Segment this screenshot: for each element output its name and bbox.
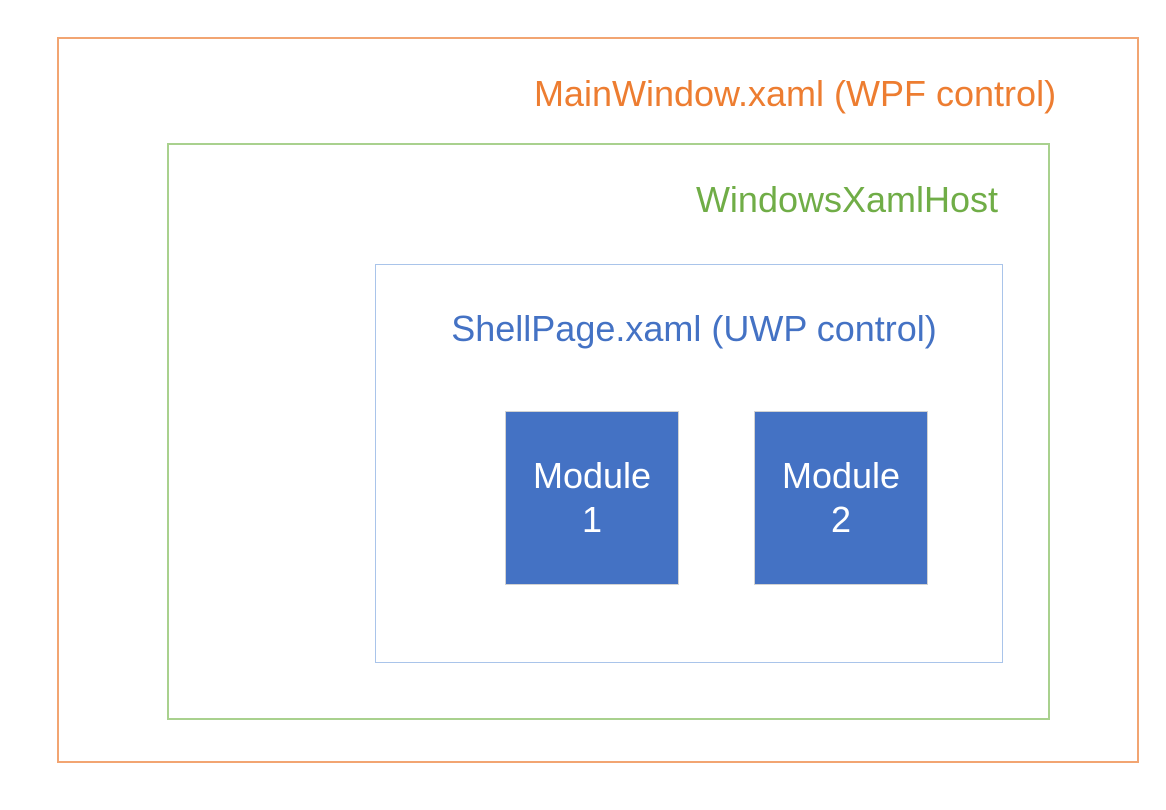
mainwindow-wpf-box: MainWindow.xaml (WPF control) WindowsXam… bbox=[57, 37, 1139, 763]
windows-xaml-host-box: WindowsXamlHost ShellPage.xaml (UWP cont… bbox=[167, 143, 1050, 720]
mainwindow-wpf-label: MainWindow.xaml (WPF control) bbox=[533, 73, 1057, 115]
module-1-label-line1: Module bbox=[532, 455, 652, 496]
module-2-label-line2: 2 bbox=[830, 499, 852, 540]
module-2-box: Module 2 bbox=[754, 411, 928, 585]
shellpage-uwp-box: ShellPage.xaml (UWP control) Module 1 Mo… bbox=[375, 264, 1003, 663]
windows-xaml-host-label: WindowsXamlHost bbox=[695, 179, 999, 221]
module-1-box: Module 1 bbox=[505, 411, 679, 585]
module-1-label-line2: 1 bbox=[581, 499, 603, 540]
shellpage-uwp-label: ShellPage.xaml (UWP control) bbox=[451, 308, 937, 350]
module-2-label-line1: Module bbox=[781, 455, 901, 496]
